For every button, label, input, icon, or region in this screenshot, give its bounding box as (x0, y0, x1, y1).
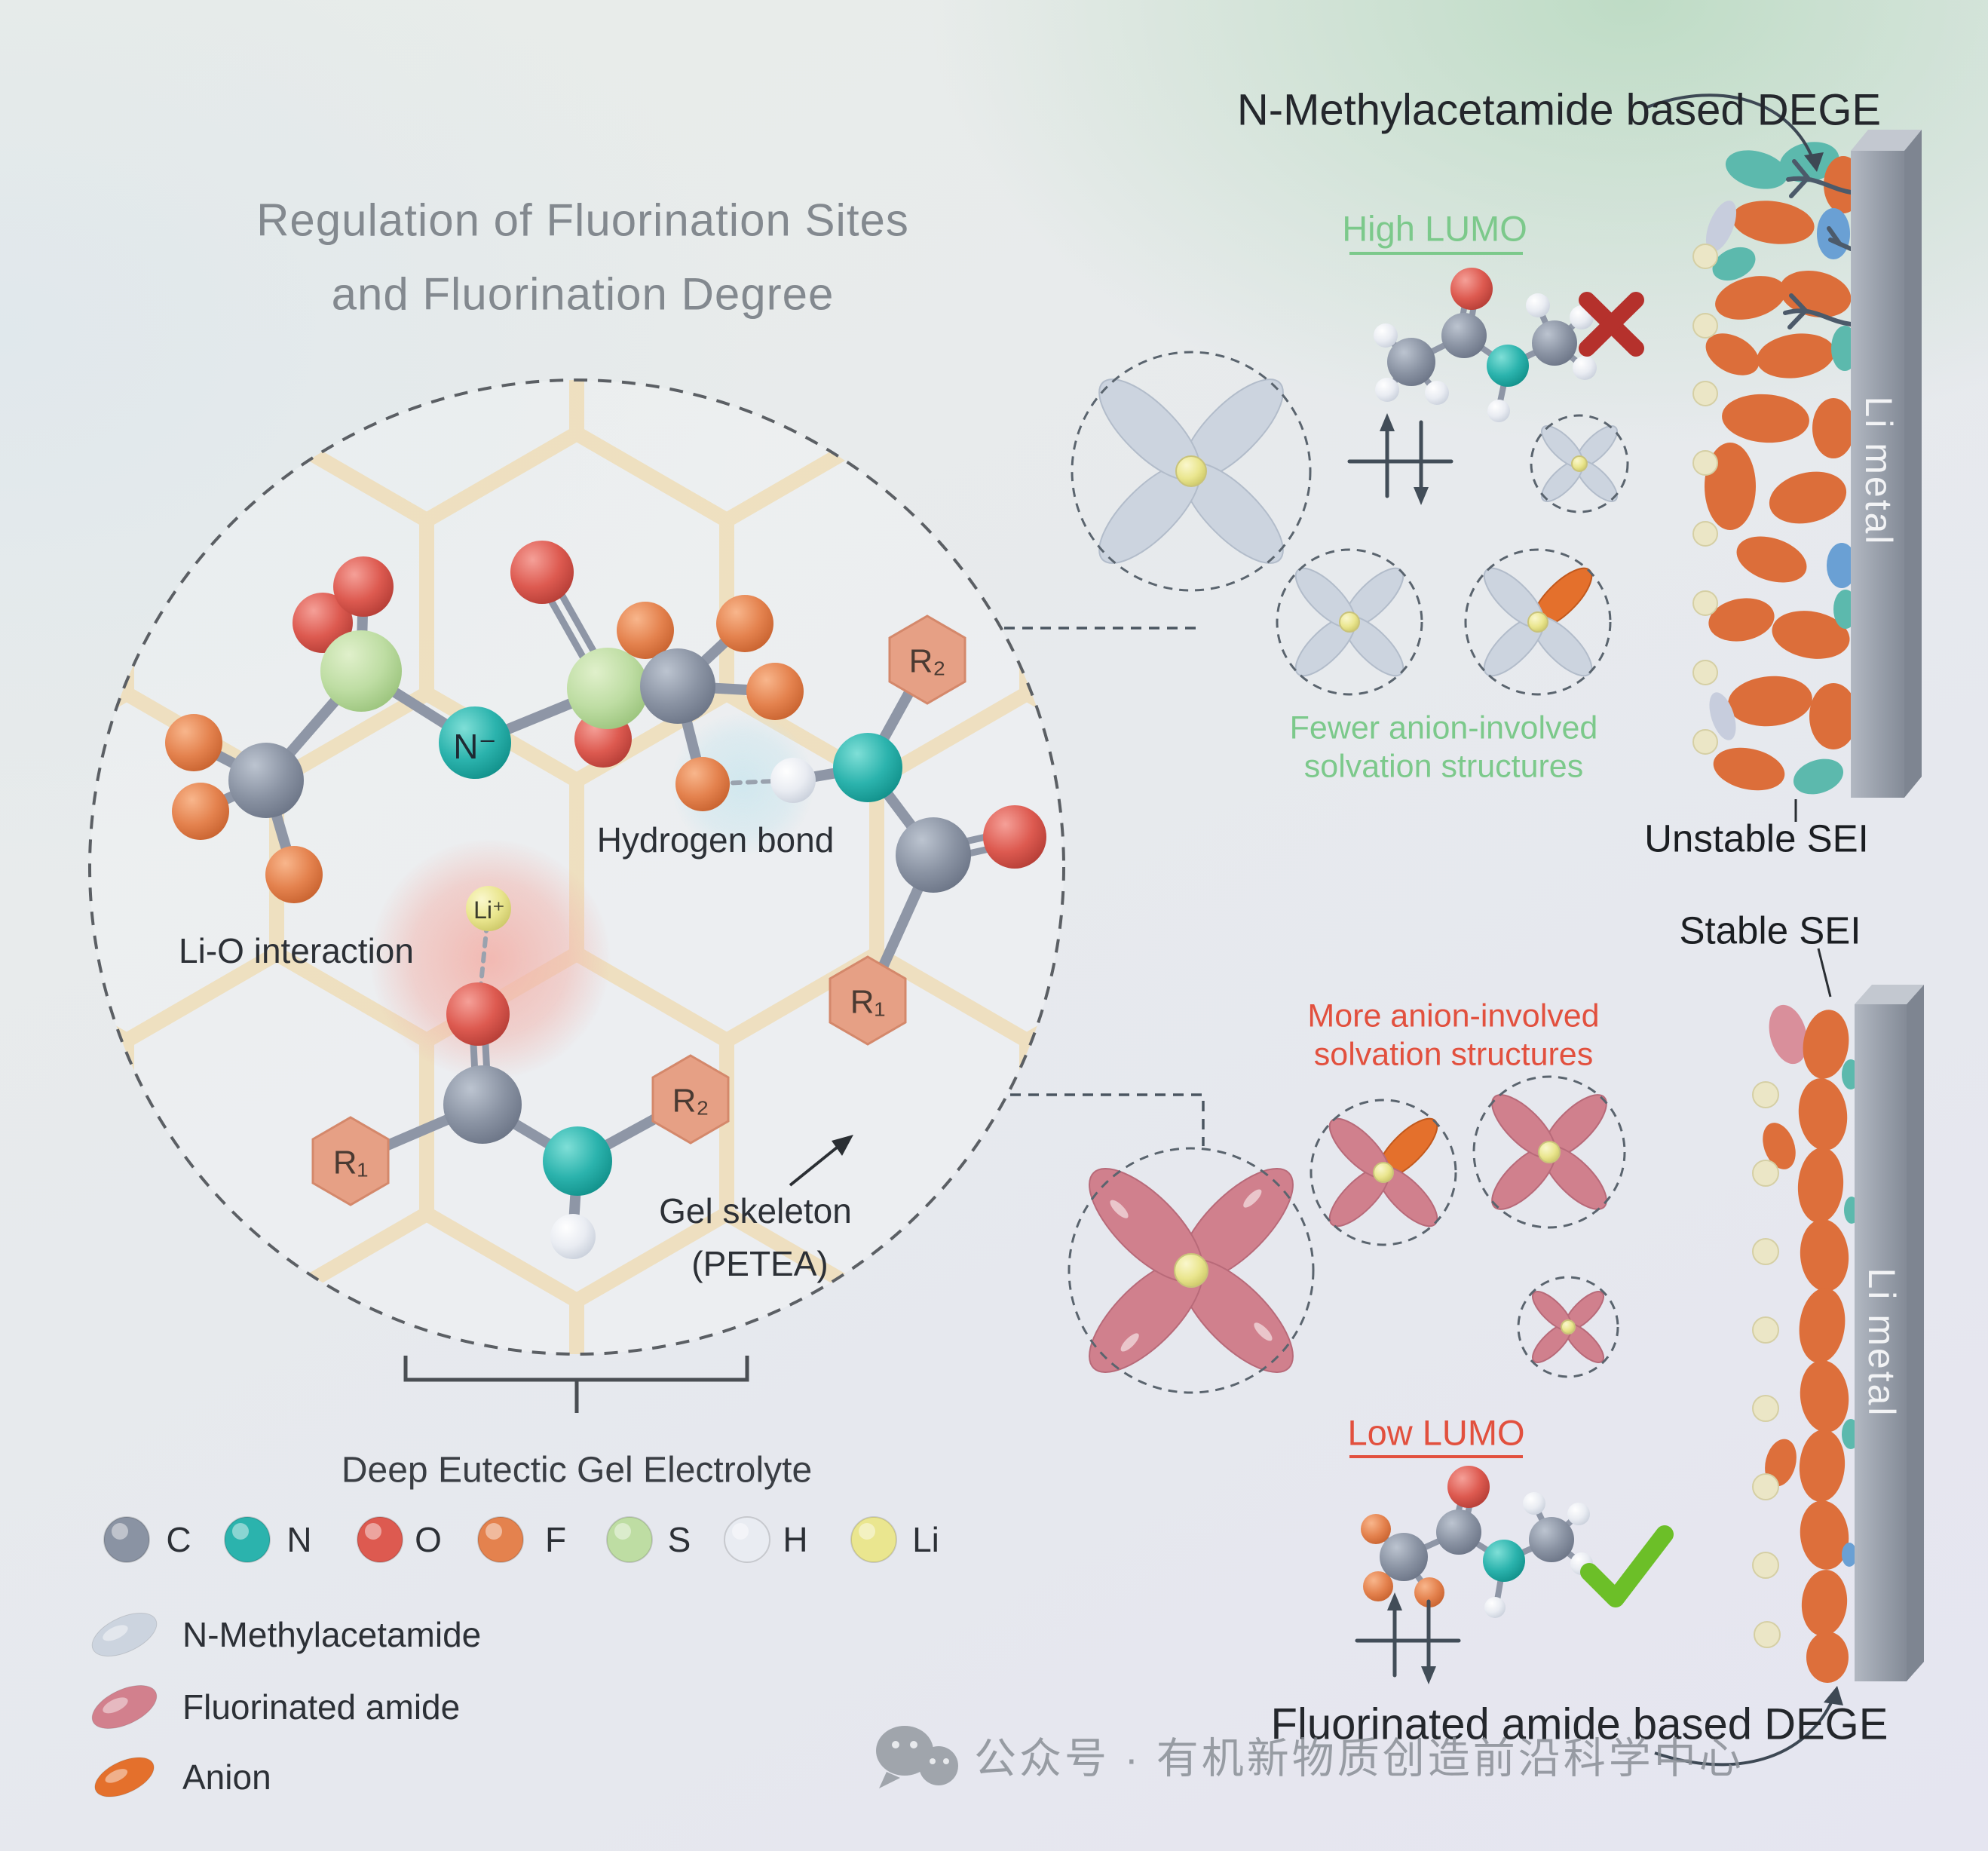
legend-species-swatches (91, 1612, 158, 1797)
more-solvation-line1: More anion-involved (1307, 998, 1600, 1034)
low-lumo-label: Low LUMO (1347, 1412, 1525, 1453)
energy-diagram-top (1347, 413, 1453, 505)
orbital-nma-medium (1294, 567, 1404, 677)
curved-arrow-top (1646, 93, 1824, 172)
orbital-fluor-medium (1491, 1094, 1607, 1210)
heading-bottom-right: Fluorinated amide based DEGE (1270, 1699, 1888, 1749)
orbital-fluor-mixed (1328, 1117, 1438, 1227)
li-metal-bar-bottom: Li metal (1855, 985, 1924, 1681)
orbital-fluor-small-ring (1517, 1276, 1619, 1378)
fluorinated-amide-molecule (1361, 1466, 1593, 1618)
unstable-sei-label: Unstable SEI (1644, 817, 1869, 860)
gel-skeleton-arrow-icon (789, 1135, 853, 1187)
legend-label-f: F (544, 1520, 567, 1559)
dashed-connector-bottom (1010, 1093, 1205, 1146)
r2-label-top: R₂ (909, 643, 946, 680)
energy-diagram-bottom (1355, 1592, 1461, 1684)
page-title-line1: Regulation of Fluorination Sites (256, 195, 909, 246)
page-title-line2: and Fluorination Degree (331, 268, 835, 320)
legend-atom-swatches (103, 1516, 897, 1563)
orbital-fluor-mixed-ring (1310, 1099, 1457, 1246)
orbital-mixed-medium (1483, 567, 1593, 677)
legend-label-n: N (286, 1520, 312, 1559)
legend-label-li: Li (912, 1520, 939, 1559)
stable-sei-label: Stable SEI (1679, 909, 1861, 952)
bracket (403, 1356, 749, 1413)
dendrite-icon (1783, 159, 1853, 329)
legend-label-fluoramide: Fluorinated amide (182, 1687, 461, 1727)
legend-label-nma: N-Methylacetamide (182, 1615, 482, 1654)
orbital-fluor-large (1089, 1168, 1294, 1373)
red-x-icon (1579, 292, 1644, 357)
nma-molecule (1374, 268, 1597, 422)
li-o-halo (369, 838, 611, 1080)
li-o-interaction-label: Li-O interaction (179, 931, 414, 970)
orbital-fluor-large-ring (1068, 1147, 1315, 1394)
li-ion-label: Li⁺ (473, 896, 505, 924)
li-metal-label-bottom: Li metal (1861, 1267, 1903, 1417)
main-circle-outline (88, 378, 1065, 1356)
stable-sei-tick (1817, 948, 1832, 998)
r1-label-bottom: R₁ (333, 1145, 369, 1181)
orbital-mixed-medium-ring (1464, 548, 1612, 696)
r2-label-bottom: R₂ (672, 1083, 709, 1120)
legend-label-s: S (667, 1520, 691, 1559)
hydrogen-bond-label: Hydrogen bond (596, 820, 835, 860)
orbital-nma-small-ring (1530, 414, 1629, 513)
fewer-solvation-line1: Fewer anion-involved (1289, 709, 1598, 746)
orbital-fluor-small (1532, 1291, 1604, 1363)
high-lumo-label: High LUMO (1342, 208, 1527, 249)
r1-label-top: R₁ (850, 984, 886, 1021)
orbital-nma-large (1098, 378, 1284, 564)
legend-label-anion: Anion (182, 1758, 271, 1797)
r-group-hexagons (311, 614, 966, 1206)
green-check-icon (1580, 1525, 1674, 1607)
hydrogen-bond-halo (671, 713, 814, 856)
electrolyte-caption: Deep Eutectic Gel Electrolyte (341, 1450, 813, 1491)
molecule-atoms (165, 541, 1046, 1259)
orbital-nma-medium-ring (1276, 548, 1423, 696)
legend-label-h: H (783, 1520, 808, 1559)
sei-top (1692, 142, 1863, 795)
orbital-fluor-medium-ring (1472, 1075, 1626, 1229)
fewer-solvation-line2: solvation structures (1303, 748, 1584, 785)
wechat-icon (876, 1726, 958, 1788)
legend-label-o: O (415, 1520, 442, 1559)
legend-label-c: C (166, 1520, 191, 1559)
gel-skeleton-label-line1: Gel skeleton (659, 1191, 852, 1230)
orbital-nma-small (1541, 425, 1618, 502)
orbital-nma-large-ring (1071, 351, 1312, 592)
gel-skeleton-label-line2: (PETEA) (691, 1244, 829, 1283)
legend-atom-highlights (112, 1523, 875, 1540)
li-metal-bar-top: Li metal (1851, 130, 1922, 798)
watermark-text: 公众号 · 有机新物质创造前沿科学中心 (974, 1734, 1744, 1782)
more-solvation-line2: solvation structures (1313, 1036, 1594, 1073)
sei-bottom (1752, 1004, 1860, 1683)
li-metal-label-top: Li metal (1858, 396, 1900, 546)
curved-arrow-bottom (1654, 1686, 1843, 1767)
heading-top-right: N-Methylacetamide based DEGE (1236, 85, 1882, 135)
n-minus-label: N⁻ (453, 727, 497, 766)
